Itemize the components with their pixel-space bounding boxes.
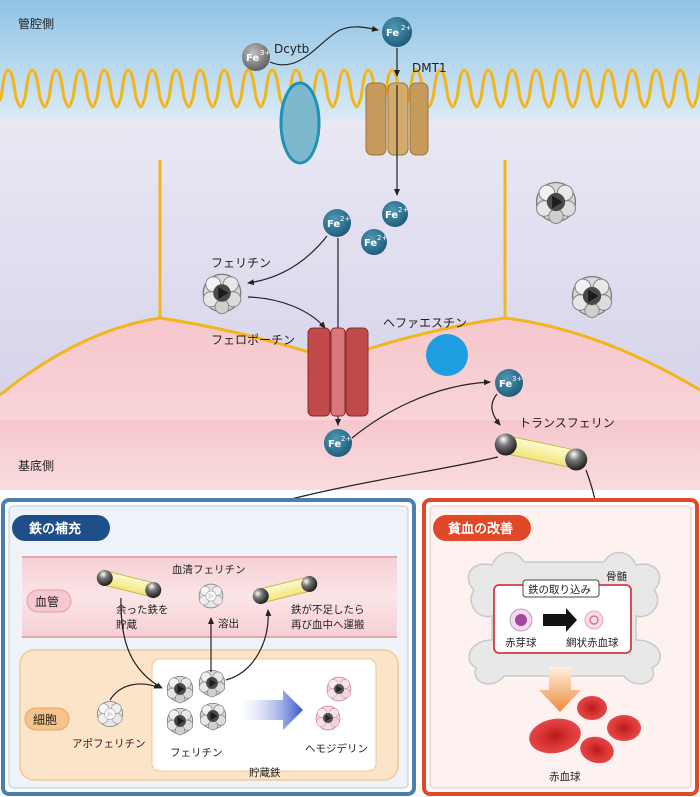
iron-supply-title: 鉄の補充 (29, 521, 81, 537)
hemosiderin-label: ヘモジデリン (305, 742, 368, 755)
transferrin-vessel-left (96, 569, 162, 599)
svg-text:2+: 2+ (401, 24, 411, 32)
fe3-ion-basal: Fe 3+ (495, 369, 523, 397)
orange-down-arrow (539, 667, 581, 712)
svg-text:2+: 2+ (341, 435, 351, 443)
surplus-label-2: 貯蔵 (116, 618, 137, 631)
arrow-reduction (269, 25, 379, 66)
ferroportin-label: フェロポーチン (211, 333, 295, 347)
stored-ferritin-label: フェリチン (170, 747, 223, 759)
iron-supply-title-badge (12, 515, 110, 541)
dmt1-transporter (365, 82, 429, 156)
svg-text:2+: 2+ (377, 234, 387, 242)
bone-marrow-label: 骨髄 (606, 570, 627, 583)
svg-text:Fe: Fe (327, 219, 340, 230)
cell-label: 細胞 (33, 713, 57, 727)
apoferritin-icon (96, 700, 124, 728)
ferroportin-transporter (307, 327, 369, 417)
reticulocyte-label: 網状赤血球 (566, 636, 619, 649)
erythroblast-label: 赤芽球 (505, 636, 537, 649)
svg-text:3+: 3+ (260, 49, 270, 57)
svg-text:Fe: Fe (386, 28, 399, 39)
erythroblast-nucleus (515, 614, 527, 626)
svg-text:2+: 2+ (340, 215, 350, 223)
transferrin-vessel-right (252, 575, 318, 605)
svg-text:2+: 2+ (398, 206, 408, 214)
svg-text:Fe: Fe (328, 439, 341, 450)
fe2-ion-cell-2: Fe 2+ (361, 229, 387, 255)
dcytb-protein (279, 81, 321, 165)
serum-ferritin-label: 血清フェリチン (172, 563, 246, 576)
deficit-label-1: 鉄が不足したら (291, 603, 365, 616)
svg-text:Fe: Fe (246, 53, 259, 64)
hephaestin-protein (426, 334, 468, 376)
storage-iron-label: 貯蔵鉄 (249, 766, 281, 779)
svg-text:Fe: Fe (499, 379, 512, 390)
iron-uptake-tag (522, 579, 600, 598)
elution-label: 溶出 (218, 617, 239, 630)
ferritin-label: フェリチン (211, 256, 271, 270)
lumen-side-label: 管腔側 (18, 16, 54, 31)
fe2-ion-cell-3: Fe 2+ (323, 209, 351, 237)
cell-tag (24, 707, 70, 731)
surplus-label-1: 余った鉄を (116, 603, 169, 616)
dmt1-label: DMT1 (412, 61, 447, 75)
apical-membrane (0, 68, 700, 109)
hemosiderin-1 (326, 676, 352, 702)
deficit-label-2: 再び血中へ運搬 (291, 618, 365, 631)
fe3-ion-lumen: Fe 3+ (242, 43, 270, 71)
maturation-arrow (543, 608, 577, 632)
fe2-ion-basal: Fe 2+ (324, 429, 352, 457)
anemia-title-badge (433, 515, 531, 541)
anemia-title: 貧血の改善 (448, 521, 513, 537)
reticulocyte-cell (584, 610, 604, 630)
hemosiderin-2 (315, 705, 341, 731)
fe2-ion-cell-1: Fe 2+ (382, 201, 408, 227)
iron-uptake-label: 鉄の取り込み (528, 583, 591, 596)
svg-text:Fe: Fe (364, 238, 377, 249)
fe2-ion-lumen: Fe 2+ (382, 17, 412, 47)
apoferritin-label: アポフェリチン (72, 738, 146, 750)
svg-text:Fe: Fe (385, 210, 398, 221)
vessel-label: 血管 (35, 594, 59, 609)
blue-conversion-arrow (238, 690, 303, 730)
vessel-tag (26, 589, 72, 613)
transferrin-molecule (494, 433, 588, 471)
dcytb-label: Dcytb (274, 42, 309, 56)
transferrin-label: トランスフェリン (519, 416, 615, 430)
serum-ferritin-icon (198, 583, 224, 609)
svg-text:3+: 3+ (512, 375, 522, 383)
hephaestin-label: ヘファエスチン (383, 316, 467, 330)
red-blood-cells (529, 696, 641, 764)
basal-side-label: 基底側 (18, 458, 54, 473)
rbc-label: 赤血球 (549, 770, 581, 783)
